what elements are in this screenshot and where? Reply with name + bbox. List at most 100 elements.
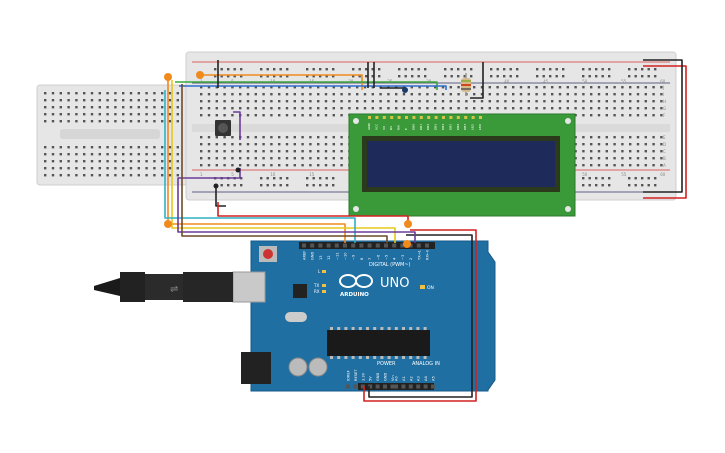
- analog-pin-label: A3: [417, 376, 421, 381]
- lcd-pin[interactable]: [405, 116, 408, 119]
- digital-header-label: DIGITAL (PWM~): [369, 262, 411, 268]
- wire-teal: [164, 90, 356, 243]
- power-pin-label: IOREF: [347, 370, 351, 381]
- lcd-pin-label: LED: [471, 123, 475, 130]
- power-pin-hole[interactable]: [375, 384, 380, 389]
- digital-pin-hole[interactable]: [302, 243, 306, 248]
- lcd-pin-label: DB2: [426, 124, 430, 130]
- lcd-pin[interactable]: [375, 116, 379, 119]
- power-pin-label: Vin: [391, 375, 395, 381]
- column-number-bottom: 15: [309, 172, 315, 177]
- wire-brown: [181, 84, 388, 243]
- usb-symbol-icon: ⇌: [170, 284, 178, 295]
- analog-pin-hole[interactable]: [431, 384, 435, 389]
- digital-pin-hole[interactable]: [425, 243, 429, 248]
- resistor[interactable]: [461, 73, 471, 96]
- analog-pin-hole[interactable]: [423, 384, 428, 389]
- lcd-pin[interactable]: [412, 116, 416, 119]
- lcd-pin[interactable]: [397, 116, 401, 119]
- digital-pin-label: TX→1: [417, 250, 421, 261]
- lcd-pin[interactable]: [464, 116, 468, 119]
- column-number-top: 55: [621, 79, 627, 84]
- lcd-pin[interactable]: [390, 116, 394, 119]
- digital-pin-label: ~5: [385, 255, 389, 260]
- wire-black-gnd: [368, 234, 473, 398]
- digital-pin-label: 2: [409, 258, 413, 260]
- lcd-pin[interactable]: [427, 116, 431, 119]
- analog-pin-label: A2: [409, 376, 413, 381]
- small-breadboard[interactable]: [36, 84, 188, 186]
- digital-pin-hole[interactable]: [400, 243, 405, 248]
- wire-purple-arduino: [177, 168, 416, 243]
- digital-pin-label: RX←0: [426, 249, 430, 260]
- digital-pin-hole[interactable]: [351, 243, 356, 248]
- analog-pin-label: A4: [424, 376, 428, 381]
- l-led-label: L: [318, 269, 321, 274]
- digital-pin-hole[interactable]: [375, 243, 380, 248]
- analog-pin-hole[interactable]: [416, 384, 421, 389]
- row-letter: H: [663, 99, 666, 104]
- power-pin-label: RESET: [354, 369, 358, 381]
- digital-pin-hole[interactable]: [392, 243, 397, 248]
- arduino-uno-board[interactable]: UNO ARDUINO DIGITAL (PWM~) POWER ANALOG …: [232, 240, 496, 392]
- power-pin-hole[interactable]: [360, 384, 365, 389]
- power-pin-hole[interactable]: [390, 384, 395, 389]
- digital-pin-label: AREF: [303, 251, 307, 260]
- analog-pin-label: A5: [432, 376, 436, 381]
- digital-pin-hole[interactable]: [343, 243, 347, 248]
- usb-cable[interactable]: ⇌: [94, 272, 233, 302]
- digital-pin-label: ~10: [344, 252, 348, 260]
- power-header-label: POWER: [377, 361, 396, 367]
- digital-pin-hole[interactable]: [416, 243, 421, 248]
- digital-pin-hole[interactable]: [334, 243, 339, 248]
- lcd-pin[interactable]: [382, 116, 386, 119]
- digital-pin-label: ~9: [352, 254, 356, 260]
- push-button[interactable]: [215, 120, 231, 136]
- digital-pin-label: ~3: [401, 255, 405, 260]
- digital-pin-label: GND: [311, 252, 315, 260]
- wires[interactable]: [164, 59, 687, 402]
- digital-pin-label: 13: [319, 255, 323, 260]
- lcd-pin[interactable]: [471, 116, 475, 119]
- column-number-bottom: 55: [621, 172, 627, 177]
- lcd-pin-label: DB4: [441, 124, 445, 130]
- lcd-pin[interactable]: [449, 116, 453, 119]
- digital-pin-hole[interactable]: [384, 243, 388, 248]
- row-letter: C: [663, 149, 666, 154]
- digital-pin-label: 12: [327, 255, 331, 260]
- lcd-pin[interactable]: [456, 116, 460, 119]
- analog-header-label: ANALOG IN: [412, 361, 440, 367]
- power-pin-label: GND: [376, 373, 380, 381]
- digital-pin-label: 4: [393, 257, 397, 260]
- lcd-pin-label: DB1: [419, 124, 423, 130]
- analog-pin-label: A1: [402, 376, 406, 381]
- wire-black-button: [215, 186, 226, 207]
- lcd-pin-label: E: [404, 128, 408, 130]
- digital-pin-hole[interactable]: [310, 243, 315, 248]
- digital-pin-hole[interactable]: [367, 243, 372, 248]
- lcd-pin[interactable]: [442, 116, 445, 119]
- digital-pin-hole[interactable]: [326, 243, 331, 248]
- power-pin-hole[interactable]: [383, 384, 387, 389]
- lcd-pin[interactable]: [479, 116, 482, 119]
- digital-pin-hole[interactable]: [359, 243, 364, 248]
- power-pin-label: 3.3V: [361, 372, 365, 381]
- wire-black-right: [470, 62, 484, 99]
- lcd-pin[interactable]: [368, 116, 371, 119]
- lcd-pin[interactable]: [419, 116, 423, 119]
- power-pin-hole[interactable]: [346, 384, 350, 389]
- power-pin-hole[interactable]: [353, 384, 358, 389]
- analog-pin-hole[interactable]: [401, 384, 406, 389]
- lcd-pin[interactable]: [434, 116, 438, 119]
- column-number-top: 40: [504, 79, 510, 84]
- analog-pin-hole[interactable]: [394, 384, 398, 389]
- wire-red-5v: [363, 229, 477, 402]
- analog-pin-hole[interactable]: [408, 384, 413, 389]
- lcd-pin-label: DB0: [411, 124, 415, 130]
- power-pin-hole[interactable]: [368, 384, 373, 389]
- wire-green: [175, 81, 438, 90]
- column-number-bottom: 50: [582, 172, 588, 177]
- digital-pin-hole[interactable]: [318, 243, 323, 248]
